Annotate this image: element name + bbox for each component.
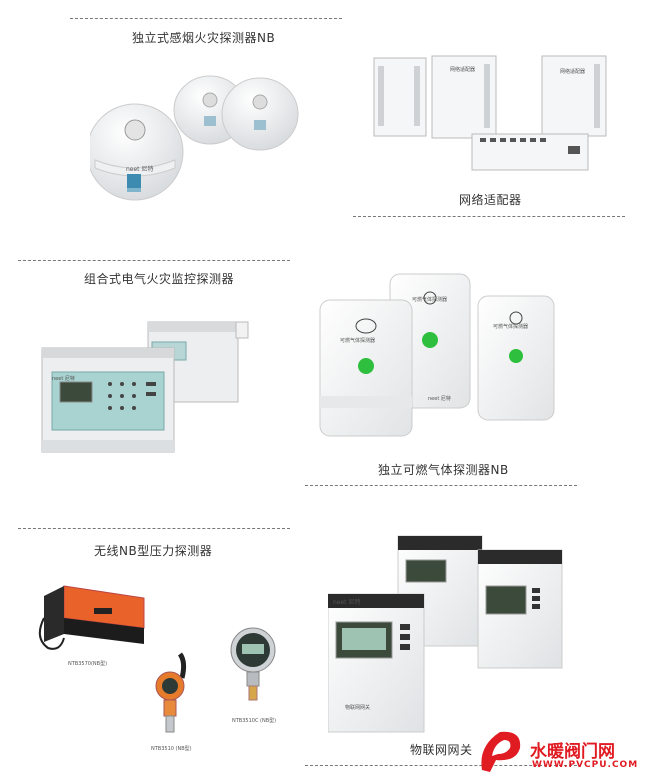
pressure-transmitter-image (146, 652, 196, 742)
divider (305, 485, 577, 486)
divider (70, 18, 342, 19)
watermark-logo-icon (476, 726, 524, 774)
iot-gateway-title: 物联网网关 (410, 743, 473, 757)
iot-device-label: 物联网网关 (345, 705, 371, 711)
divider (305, 765, 577, 766)
gas-detector-title: 独立可燃气体探测器NB (378, 463, 509, 477)
divider (18, 528, 290, 529)
iot-gateway-image (327, 534, 568, 734)
network-adapter-image (372, 50, 612, 180)
network-adapter-title: 网络适配器 (459, 193, 522, 207)
divider (353, 216, 625, 217)
pressure-gauge-image (228, 624, 278, 714)
gas-label-a: 可燃气体探测器 (340, 338, 376, 344)
pressure-detector-title: 无线NB型压力探测器 (94, 544, 213, 558)
iot-brand: neet 尼特 (333, 599, 361, 606)
gas-label-b: 可燃气体探测器 (412, 297, 448, 303)
adapter-label-b: 网络适配器 (560, 69, 586, 75)
divider (18, 260, 290, 261)
electrical-brand: neet 尼特 (52, 376, 75, 382)
pressure-transmitter-label: NTB3510 (NB型) (151, 746, 192, 752)
electrical-detector-image (38, 318, 264, 458)
pressure-box-image (34, 578, 154, 656)
gas-label-c: 可燃气体探测器 (493, 324, 529, 330)
watermark-url: WWW.PVCPU.COM (532, 760, 639, 770)
pressure-box-label: NTB3570(NB型) (68, 661, 108, 667)
smoke-detector-logo: neet 尼特 (126, 166, 154, 173)
pressure-gauge-label: NTB3510C (NB型) (232, 718, 277, 724)
smoke-detector-title: 独立式感烟火灾探测器NB (132, 31, 276, 45)
electrical-detector-title: 组合式电气火灾监控探测器 (84, 272, 235, 286)
gas-brand: neet 尼特 (428, 396, 451, 402)
watermark-name: 水暖阀门网 (530, 742, 615, 762)
adapter-label-a: 网络适配器 (450, 67, 476, 73)
gas-detector-image (316, 270, 562, 440)
smoke-detector-image (86, 72, 310, 222)
